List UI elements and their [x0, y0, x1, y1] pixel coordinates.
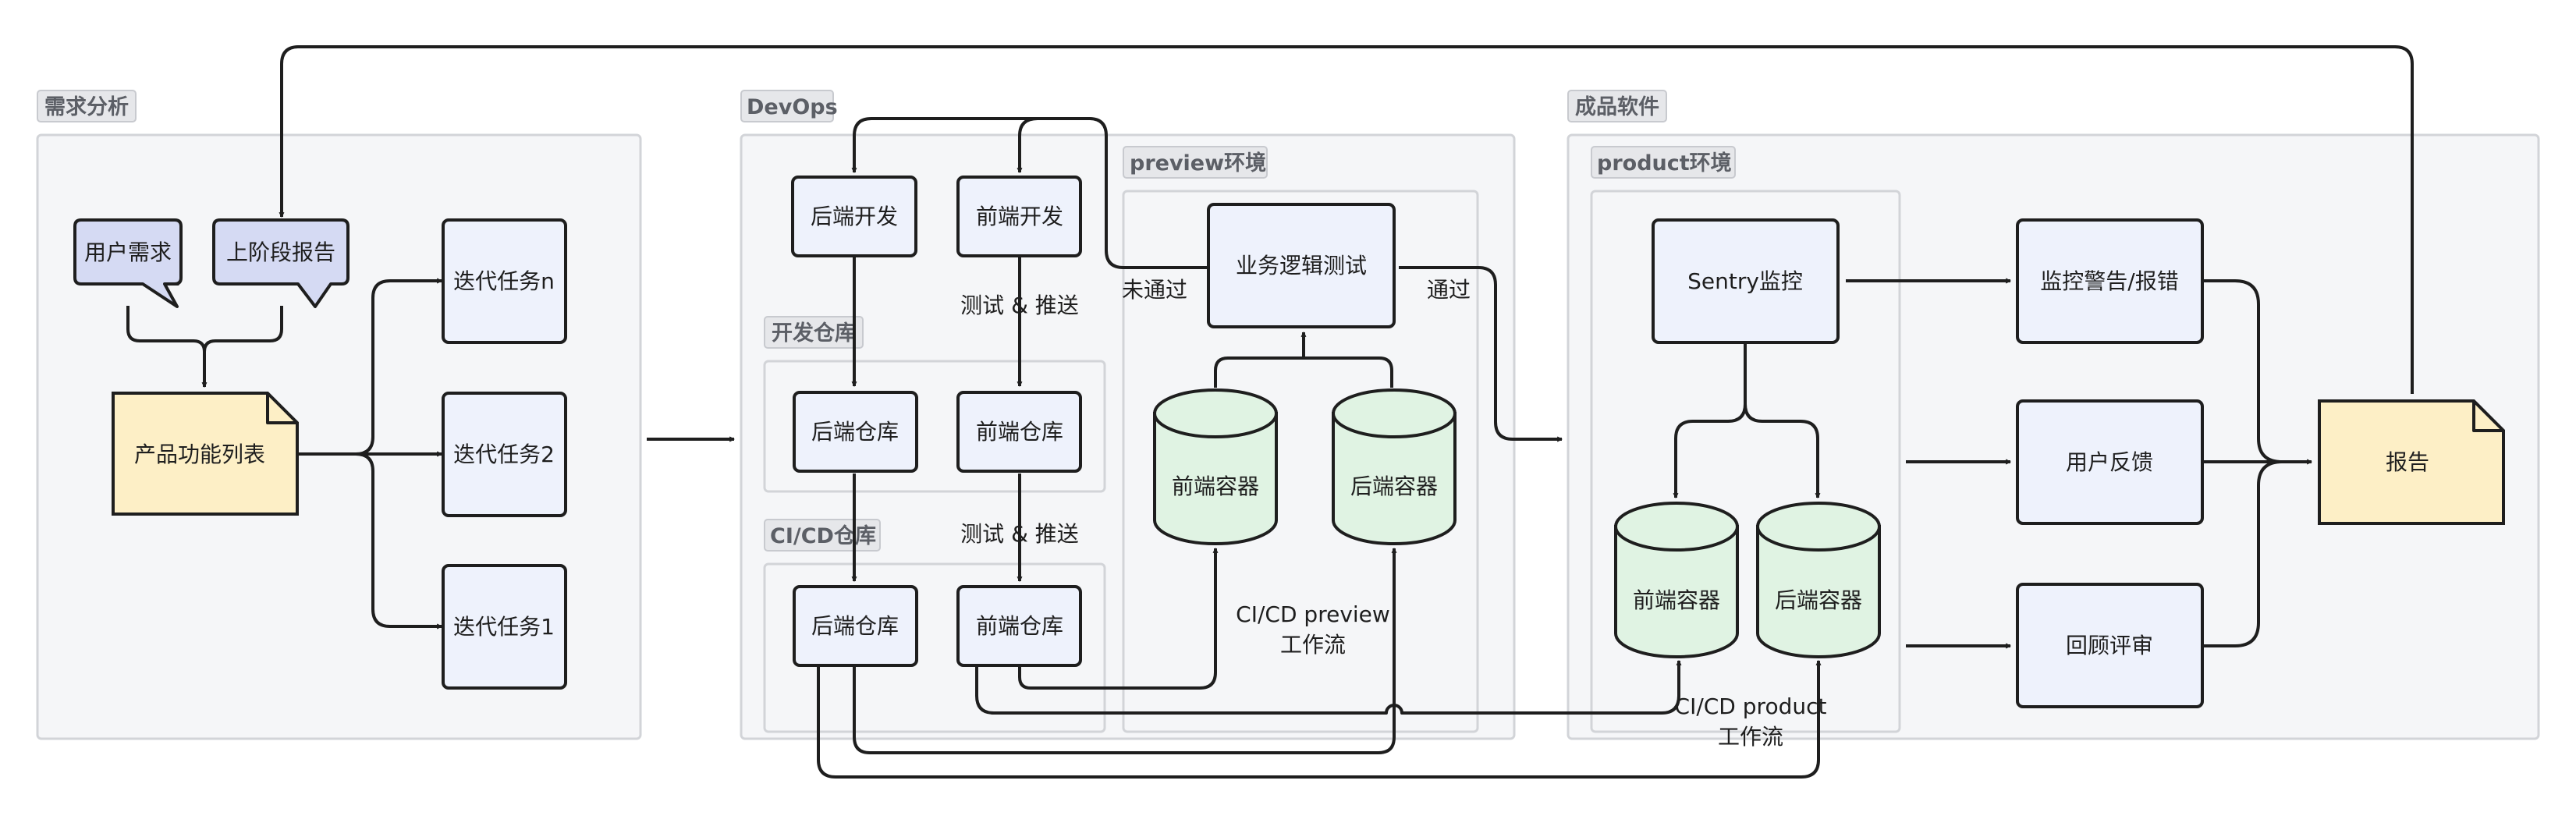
frontend-repo-dev-label: 前端仓库 — [976, 419, 1063, 445]
product-env-tag: product环境 — [1591, 146, 1736, 179]
backend-cicd-to-preview-edge — [853, 548, 1394, 754]
alerts-box[interactable] — [2016, 218, 2204, 344]
review-to-report-edge — [2204, 460, 2283, 647]
backend-dev-box[interactable] — [791, 176, 917, 257]
feature-list-note[interactable] — [112, 392, 299, 516]
fail-label: 未通过 — [1122, 277, 1187, 303]
alerts-label: 监控警告/报错 — [2040, 268, 2178, 294]
logic-test-label: 业务逻辑测试 — [1236, 253, 1367, 278]
fail-loop-edge — [854, 117, 1208, 269]
backend-repo-cicd-box[interactable] — [793, 585, 918, 667]
backend-repo-dev-box[interactable] — [793, 391, 918, 473]
backend-repo-dev-label: 后端仓库 — [811, 419, 899, 445]
pass-label: 通过 — [1427, 277, 1471, 303]
preview-env-tag: preview环境 — [1123, 146, 1268, 179]
devops-tag-text: DevOps — [747, 95, 838, 119]
product-software-tag: 成品软件 — [1567, 90, 1667, 122]
feature-list-note-fold — [266, 393, 297, 424]
sentry-to-containers-edge — [1674, 344, 1747, 498]
user-needs-label: 用户需求 — [84, 239, 172, 265]
devops-tag: DevOps — [740, 90, 838, 122]
task-1-box[interactable] — [442, 564, 567, 690]
cicd-repo-tag-text: CI/CD仓库 — [770, 524, 876, 548]
frontend-repo-cicd-box[interactable] — [956, 585, 1082, 667]
feature-to-task-1-edge — [355, 452, 442, 626]
review-box[interactable] — [2016, 583, 2204, 708]
frontend-dev-label: 前端开发 — [976, 204, 1063, 229]
sentry-box[interactable] — [1652, 218, 1840, 344]
product-workflow-line2: 工作流 — [1718, 724, 1783, 750]
dev-repo-tag: 开发仓库 — [764, 316, 864, 349]
preview-backend-container[interactable] — [1332, 388, 1457, 545]
preview-workflow-line2: 工作流 — [1280, 632, 1346, 658]
frontend-repo-dev-box[interactable] — [956, 391, 1082, 473]
feedback-loop-edge — [282, 45, 2414, 394]
prev-report-bubble[interactable] — [212, 218, 349, 308]
frontend-cicd-to-preview-edge — [1018, 548, 1215, 690]
review-label: 回顾评审 — [2066, 633, 2153, 658]
requirements-tag: 需求分析 — [37, 90, 137, 122]
sentry-to-backend-container-edge — [1744, 403, 1818, 498]
dev-repo-tag-text: 开发仓库 — [772, 321, 856, 346]
preview-env-tag-text: preview环境 — [1130, 151, 1266, 176]
product-backend-container[interactable] — [1756, 502, 1881, 658]
task-2-label: 迭代任务2 — [453, 442, 555, 467]
preview-backend-container-label: 后端容器 — [1350, 474, 1438, 499]
user-needs-bubble[interactable] — [73, 218, 183, 308]
pass-edge — [1399, 266, 1562, 439]
report-note[interactable] — [2318, 399, 2505, 525]
preview-workflow-line1: CI/CD preview — [1236, 601, 1390, 627]
report-note-fold — [2472, 401, 2503, 432]
feedback-label: 用户反馈 — [2066, 449, 2153, 475]
alerts-to-report-edge — [2204, 279, 2283, 463]
backend-dev-label: 后端开发 — [811, 204, 898, 229]
backend-repo-cicd-label: 后端仓库 — [811, 613, 899, 639]
task-n-box[interactable] — [442, 218, 567, 344]
user-needs-to-feature-edge — [126, 306, 206, 353]
preview-frontend-container[interactable] — [1153, 388, 1278, 545]
cicd-repo-tag: CI/CD仓库 — [764, 519, 881, 552]
feature-list-label: 产品功能列表 — [134, 442, 265, 467]
prev-report-label: 上阶段报告 — [226, 239, 335, 265]
report-to-feature-edge — [204, 306, 283, 387]
requirements-tag-text: 需求分析 — [44, 95, 129, 119]
fail-loop-branch-edge — [1020, 117, 1038, 172]
backend-cicd-to-product-edge — [817, 661, 1818, 779]
feedback-box[interactable] — [2016, 399, 2204, 525]
frontend-dev-box[interactable] — [956, 176, 1082, 257]
product-backend-container-label: 后端容器 — [1775, 587, 1862, 613]
product-frontend-container-label: 前端容器 — [1633, 587, 1720, 613]
product-workflow-line1: CI/CD product — [1675, 693, 1827, 719]
product-frontend-container[interactable] — [1614, 502, 1739, 658]
frontend-cicd-to-product-edge — [975, 661, 1679, 715]
frontend-repo-cicd-label: 前端仓库 — [976, 613, 1063, 639]
test-push-label-2: 测试 & 推送 — [960, 521, 1079, 547]
product-software-tag-text: 成品软件 — [1575, 95, 1659, 119]
task-n-label: 迭代任务n — [453, 268, 555, 294]
preview-frontend-container-label: 前端容器 — [1172, 474, 1259, 499]
report-label: 报告 — [2386, 449, 2429, 475]
sentry-label: Sentry监控 — [1687, 268, 1803, 294]
task-1-label: 迭代任务1 — [453, 614, 555, 640]
logic-test-box[interactable] — [1207, 203, 1396, 328]
product-env-tag-text: product环境 — [1597, 151, 1732, 176]
feature-to-task-n-edge — [355, 281, 442, 456]
test-push-label-1: 测试 & 推送 — [960, 293, 1079, 318]
task-2-box[interactable] — [442, 392, 567, 517]
